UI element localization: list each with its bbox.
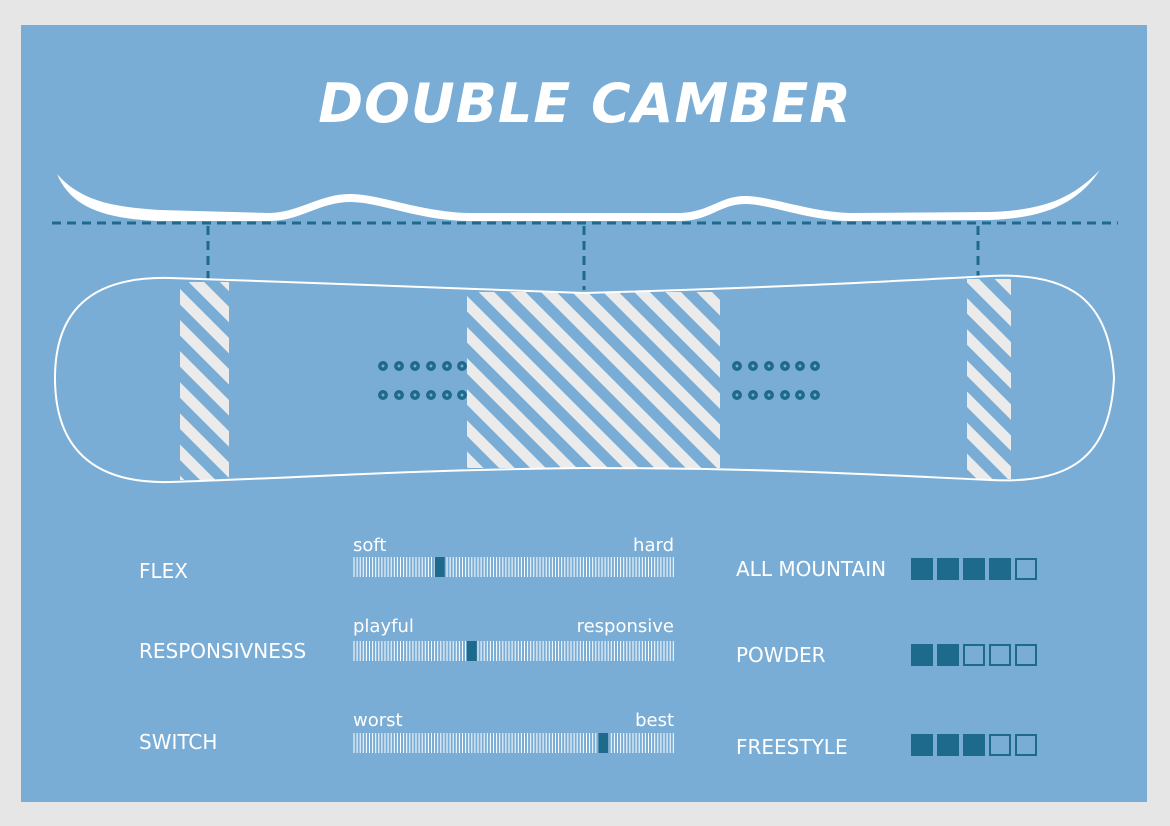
rating-square-filled (911, 734, 933, 756)
switch-label: SWITCH (139, 730, 218, 754)
rating-square-filled (937, 558, 959, 580)
slider-marker (466, 641, 477, 661)
rating-square-filled (937, 734, 959, 756)
responsiveness-label: RESPONSIVNESS (139, 639, 307, 663)
responsiveness-left-label: playful (353, 616, 414, 637)
inserts-right (732, 361, 820, 400)
switch-left-label: worst (353, 710, 403, 731)
board-outline (53, 274, 1116, 484)
rating-square-filled (911, 644, 933, 666)
switch-slider (353, 733, 674, 753)
flex-label: FLEX (139, 559, 188, 583)
inserts-left (378, 361, 467, 400)
contact-zone-center (467, 292, 720, 468)
responsiveness-slider (353, 641, 674, 661)
freestyle-label: FREESTYLE (736, 735, 848, 759)
all-mountain-label: ALL MOUNTAIN (736, 557, 887, 581)
slider-ticks (353, 733, 674, 753)
rating-square-filled (989, 558, 1011, 580)
rating-square-empty (989, 644, 1011, 666)
powder-rating (911, 644, 1037, 666)
rating-square-empty (1015, 734, 1037, 756)
rating-square-empty (1015, 558, 1037, 580)
flex-slider (353, 557, 674, 577)
flex-left-label: soft (353, 535, 387, 556)
responsiveness-right-label: responsive (576, 616, 674, 637)
slider-marker (598, 733, 609, 753)
contact-zone-tail (967, 279, 1011, 479)
all-mountain-rating (911, 558, 1037, 580)
slider-marker (434, 557, 445, 577)
rating-square-filled (963, 734, 985, 756)
freestyle-rating (911, 734, 1037, 756)
board-profile (57, 170, 1100, 221)
switch-right-label: best (635, 710, 674, 731)
slider-ticks (353, 557, 674, 577)
page-title: DOUBLE CAMBER (318, 72, 852, 135)
flex-right-label: hard (633, 535, 674, 556)
rating-square-filled (911, 558, 933, 580)
rating-square-empty (963, 644, 985, 666)
powder-label: POWDER (736, 643, 826, 667)
rating-square-filled (937, 644, 959, 666)
rating-square-empty (1015, 644, 1037, 666)
rating-square-empty (989, 734, 1011, 756)
rating-square-filled (963, 558, 985, 580)
slider-ticks (353, 641, 674, 661)
contact-zone-nose (180, 282, 229, 480)
